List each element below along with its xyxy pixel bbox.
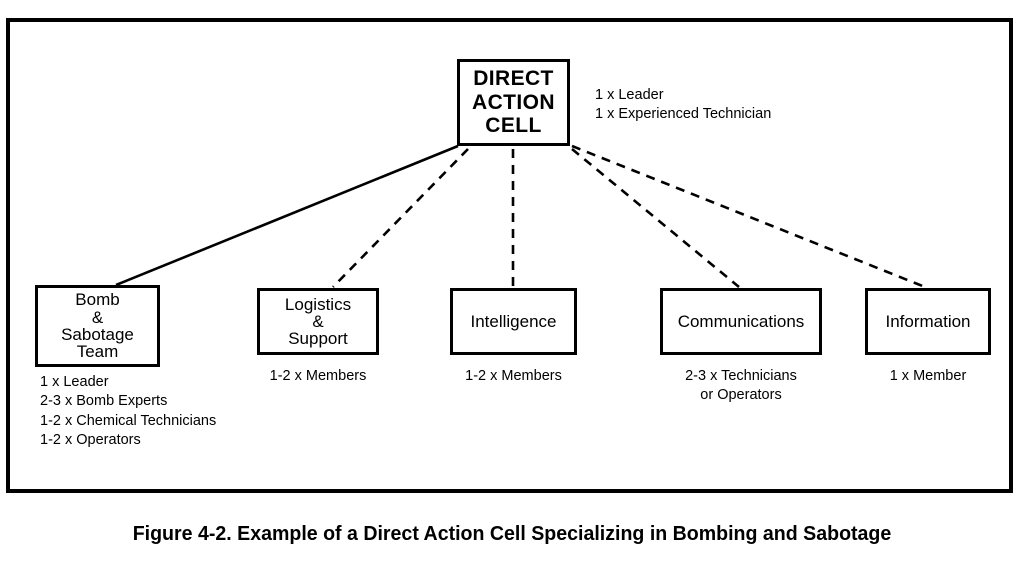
annotation-information: 1 x Member bbox=[889, 368, 967, 384]
node-communications[interactable]: Communications bbox=[660, 288, 822, 355]
node-information[interactable]: Information bbox=[865, 288, 991, 355]
node-intelligence[interactable]: Intelligence bbox=[450, 288, 577, 355]
node-communications-label: Communications bbox=[677, 311, 805, 331]
node-intelligence-label: Intelligence bbox=[470, 311, 557, 331]
annotation-intelligence: 1-2 x Members bbox=[465, 368, 562, 384]
node-direct-action-cell-label: DIRECT ACTION CELL bbox=[472, 67, 555, 138]
node-information-label: Information bbox=[885, 311, 971, 331]
annotation-communications: 2-3 x Technicians or Operators bbox=[685, 368, 797, 404]
node-logistics-support-label: Logistics & Support bbox=[284, 294, 352, 349]
node-bomb-sabotage-team-label: Bomb & Sabotage Team bbox=[61, 290, 134, 362]
annotation-bomb-sabotage-team: 1 x Leader 2-3 x Bomb Experts 1-2 x Chem… bbox=[40, 374, 217, 448]
node-bomb-sabotage-team[interactable]: Bomb & Sabotage Team bbox=[35, 285, 160, 367]
annotation-logistics-support: 1-2 x Members bbox=[269, 368, 367, 384]
annotation-direct-action-cell: 1 x Leader 1 x Experienced Technician bbox=[595, 87, 772, 123]
node-direct-action-cell[interactable]: DIRECT ACTION CELL bbox=[457, 59, 570, 146]
figure-caption: Figure 4-2. Example of a Direct Action C… bbox=[132, 522, 892, 545]
node-logistics-support[interactable]: Logistics & Support bbox=[257, 288, 379, 355]
